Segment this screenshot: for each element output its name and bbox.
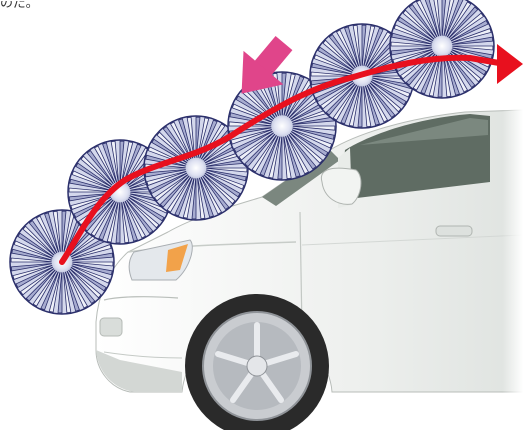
trajectory-arrowhead	[497, 44, 523, 84]
fan-disc	[390, 0, 494, 98]
